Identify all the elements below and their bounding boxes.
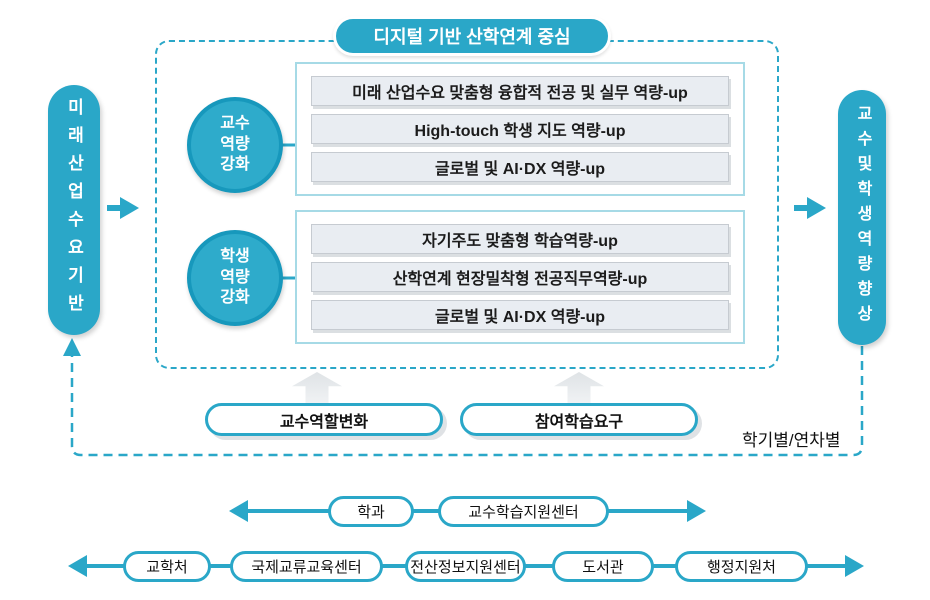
feedback-loop-dashed-line [70,346,864,457]
diagram-title: 디지털 기반 산학연계 중심 [333,16,611,56]
list-item: 산학연계 현장밀착형 전공직무역량-up [311,262,729,292]
left-pill-label: 미래산업수요기반 [64,98,84,322]
right-pill-label: 교수및학생역량향상 [854,105,871,330]
professor-items-box: 미래 산업수요 맞춤형 융합적 전공 및 실무 역량-up High-touch… [295,62,745,196]
teaching-learning-center-pill: 교수학습지원센터 [438,496,609,527]
list-item: 글로벌 및 AI·DX 역량-up [311,152,729,182]
list-item: 미래 산업수요 맞춤형 융합적 전공 및 실무 역량-up [311,76,729,106]
list-item: High-touch 학생 지도 역량-up [311,114,729,144]
it-support-center-pill: 전산정보지원센터 [405,551,526,582]
admin-support-pill: 행정지원처 [675,551,808,582]
circle-line: 강화 [220,156,250,174]
competency-improvement-pill: 교수및학생역량향상 [838,90,886,345]
cycle-label: 학기별/연차별 [742,431,841,450]
dept-pill: 학과 [328,496,414,527]
circle-line: 교수 [220,114,250,132]
student-competency-circle: 학생 역량 강화 [187,230,283,326]
list-item: 글로벌 및 AI·DX 역량-up [311,300,729,330]
student-items-box: 자기주도 맞춤형 학습역량-up 산학연계 현장밀착형 전공직무역량-up 글로… [295,210,745,344]
circle-line: 역량 [220,135,250,153]
circle-line: 학생 [220,247,250,265]
circle-line: 역량 [220,268,250,286]
participation-learning-demand-pill: 참여학습요구 [460,403,698,436]
circle-line: 강화 [220,289,250,307]
professor-competency-circle: 교수 역량 강화 [187,97,283,193]
professor-role-change-pill: 교수역할변화 [205,403,443,436]
library-pill: 도서관 [552,551,654,582]
arrow-up-icon [63,338,81,356]
academic-affairs-pill: 교학처 [123,551,211,582]
list-item: 자기주도 맞춤형 학습역량-up [311,224,729,254]
future-industry-demand-pill: 미래산업수요기반 [48,85,100,335]
arrow-right-icon [794,197,826,219]
intl-exchange-center-pill: 국제교류교육센터 [230,551,383,582]
arrow-right-icon [107,197,139,219]
